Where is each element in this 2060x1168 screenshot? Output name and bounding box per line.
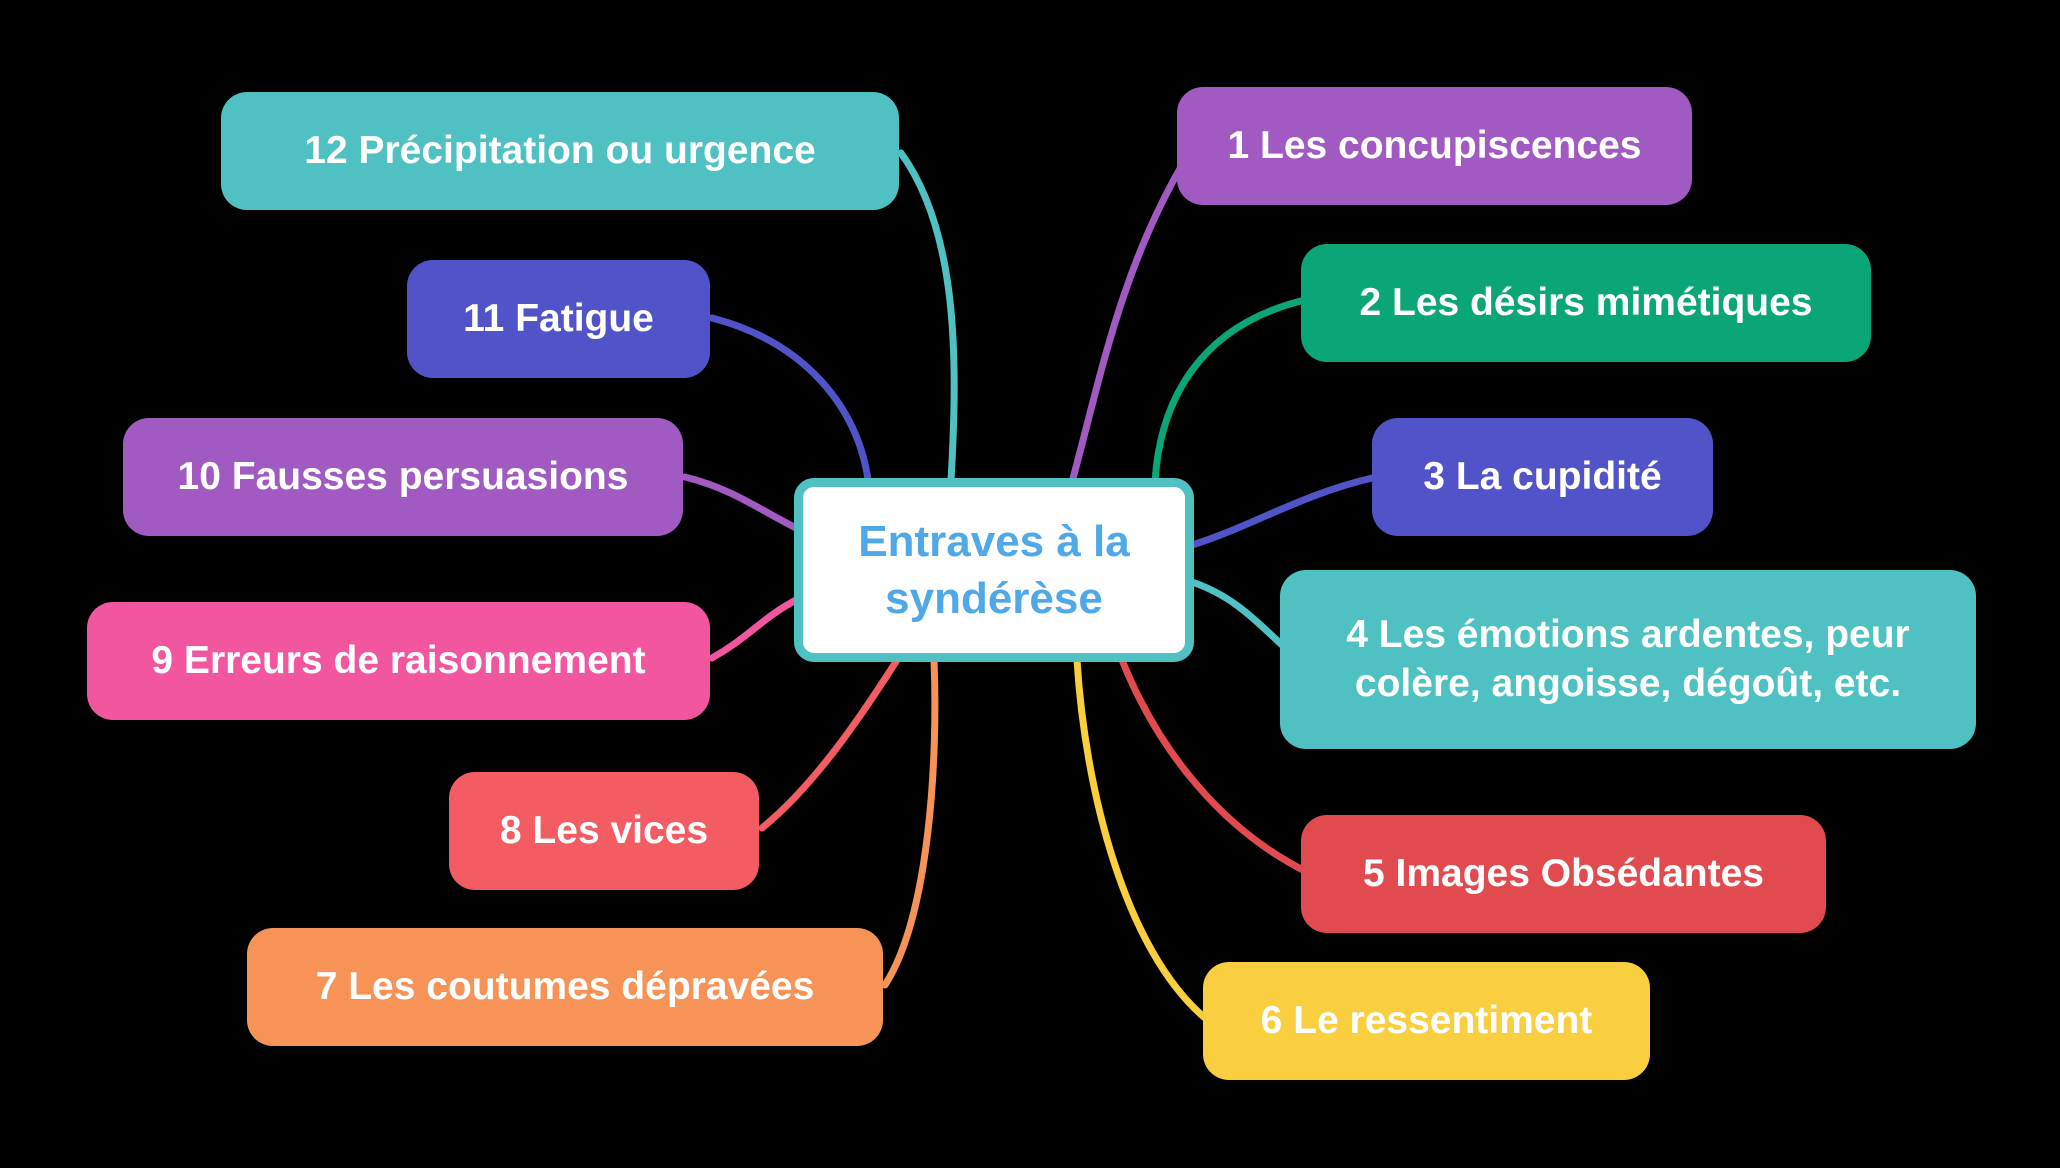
node-cupidite[interactable]: 3 La cupidité — [1372, 418, 1713, 536]
connector-node-4 — [1188, 578, 1286, 649]
node-precipitation[interactable]: 12 Précipitation ou urgence — [221, 92, 899, 210]
node-label: 11 Fatigue — [463, 296, 654, 340]
connector-node-2 — [1151, 296, 1309, 486]
node-vices[interactable]: 8 Les vices — [449, 772, 759, 890]
node-label: 4 Les émotions ardentes, peur colère, an… — [1346, 612, 1910, 705]
node-erreurs-raisonnement[interactable]: 9 Erreurs de raisonnement — [87, 602, 710, 720]
center-node-entraves[interactable]: Entraves à la syndérèse — [794, 478, 1194, 662]
connector-node-9 — [708, 596, 800, 662]
node-label: 12 Précipitation ou urgence — [304, 128, 816, 172]
node-ressentiment[interactable]: 6 Le ressentiment — [1203, 962, 1650, 1080]
connector-node-7 — [881, 656, 939, 989]
node-coutumes-depravees[interactable]: 7 Les coutumes dépravées — [247, 928, 883, 1046]
connector-node-8 — [758, 656, 901, 832]
node-label: 6 Le ressentiment — [1260, 998, 1593, 1042]
node-fausses-persuasions[interactable]: 10 Fausses persuasions — [123, 418, 683, 536]
node-desirs-mimetiques[interactable]: 2 Les désirs mimétiques — [1301, 244, 1871, 362]
node-images-obsedantes[interactable]: 5 Images Obsédantes — [1301, 815, 1826, 933]
node-label: 2 Les désirs mimétiques — [1359, 280, 1813, 324]
connector-node-6 — [1073, 656, 1209, 1022]
node-label: 7 Les coutumes dépravées — [315, 964, 815, 1008]
node-label: 10 Fausses persuasions — [177, 454, 629, 498]
connector-node-10 — [681, 473, 800, 532]
connector-node-11 — [708, 314, 872, 484]
connector-node-12 — [897, 149, 958, 484]
connector-node-1 — [1068, 156, 1189, 486]
connector-node-3 — [1188, 474, 1376, 549]
node-label: 3 La cupidité — [1423, 454, 1662, 498]
node-concupiscences[interactable]: 1 Les concupiscences — [1177, 87, 1692, 205]
connector-node-5 — [1118, 656, 1307, 874]
node-fatigue[interactable]: 11 Fatigue — [407, 260, 710, 378]
center-node-label: Entraves à la syndérèse — [858, 516, 1130, 623]
node-label: 8 Les vices — [499, 808, 709, 852]
node-label: 5 Images Obsédantes — [1362, 851, 1764, 895]
node-label: 9 Erreurs de raisonnement — [151, 638, 646, 682]
node-label: 1 Les concupiscences — [1227, 123, 1642, 167]
node-emotions-ardentes[interactable]: 4 Les émotions ardentes, peur colère, an… — [1280, 570, 1976, 749]
